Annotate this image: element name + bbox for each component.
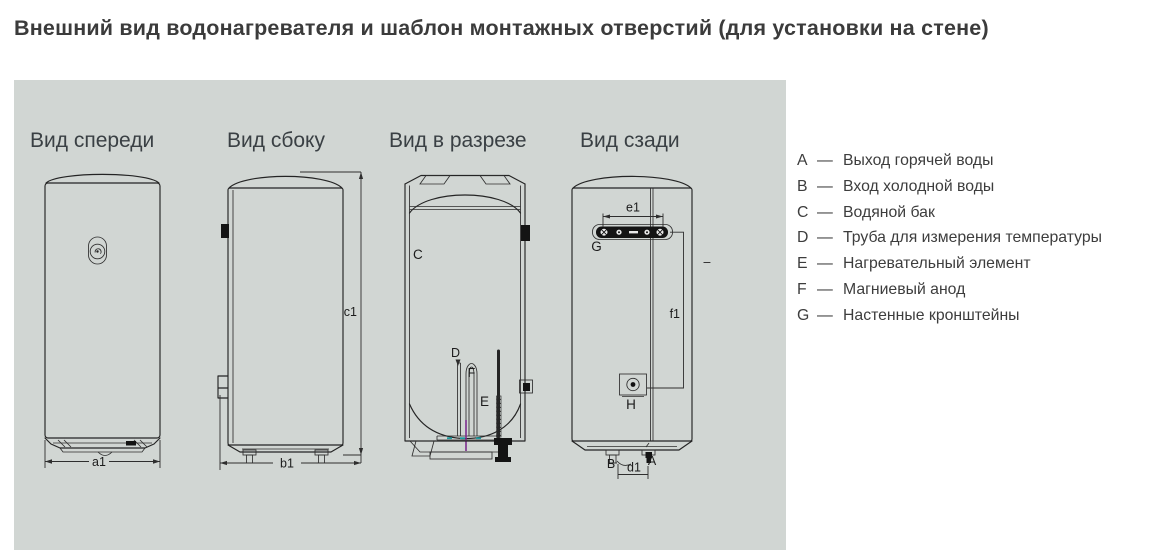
legend-dash: —: [817, 203, 833, 221]
callout-temp-tube-d: D: [451, 346, 460, 360]
legend-dash: —: [817, 306, 833, 324]
legend-key: B: [797, 177, 808, 195]
legend-item-d: D — Труба для измерения температуры: [797, 225, 1157, 251]
callout-bracket-g: G: [591, 239, 602, 254]
dimension-f1: f1: [647, 231, 684, 389]
legend-item-a: A — Выход горячей воды: [797, 148, 1157, 174]
legend-dash: —: [817, 255, 833, 273]
dim-label-e1: e1: [626, 201, 640, 215]
heating-element-tube: [465, 363, 478, 436]
legend-item-e: E — Нагревательный элемент: [797, 251, 1157, 277]
rear-view-drawing: G e1 f1 H – B: [571, 175, 711, 479]
legend-text: Настенные кронштейны: [843, 306, 1020, 324]
legend-text: Труба для измерения температуры: [843, 229, 1102, 247]
dimension-b1: b1: [219, 395, 361, 471]
legend-item-g: G — Настенные кронштейны: [797, 303, 1157, 329]
tick-mark: –: [704, 255, 711, 269]
legend-text: Нагревательный элемент: [843, 255, 1031, 273]
temperature-tube: [455, 359, 461, 436]
dim-label-d1: d1: [627, 461, 641, 475]
legend-item-f: F — Магниевый анод: [797, 277, 1157, 303]
dim-label-a1: a1: [92, 455, 106, 469]
dim-label-c1: c1: [344, 305, 357, 319]
diagram-panel: [14, 80, 786, 550]
wall-bracket-side: [217, 224, 229, 399]
view-label-front: Вид спереди: [30, 129, 155, 152]
front-base: [44, 437, 161, 456]
legend-text: Магниевый анод: [843, 280, 966, 298]
front-view-drawing: a1: [44, 173, 161, 469]
legend-dash: —: [817, 229, 833, 247]
view-label-rear: Вид сзади: [580, 129, 680, 152]
legend: A — Выход горячей воды B — Вход холодной…: [797, 148, 1157, 329]
callout-heater-e: E: [480, 394, 489, 409]
legend-text: Водяной бак: [843, 203, 935, 221]
page-title: Внешний вид водонагревателя и шаблон мон…: [14, 16, 989, 40]
heater-body-front: [44, 173, 161, 439]
legend-item-b: B — Вход холодной воды: [797, 174, 1157, 200]
anode-plug-h: [619, 373, 647, 397]
wall-bracket-section: [519, 225, 533, 394]
callout-plug-h: H: [626, 397, 636, 412]
callout-hot-outlet-a: A: [648, 454, 657, 468]
legend-item-c: C — Водяной бак: [797, 200, 1157, 226]
callout-tank-c: C: [413, 247, 423, 262]
callout-cold-inlet-b: B: [607, 457, 615, 471]
logo-badge-icon: [88, 236, 107, 265]
legend-dash: —: [817, 152, 833, 169]
legend-text: Вход холодной воды: [843, 177, 995, 195]
legend-key: D: [797, 229, 809, 247]
legend-key: A: [797, 152, 808, 169]
legend-key: F: [797, 280, 807, 298]
heater-body-side: [227, 175, 344, 446]
dimension-a1: a1: [44, 440, 161, 469]
legend-dash: —: [817, 280, 833, 298]
water-tank: [408, 194, 522, 440]
view-label-section: Вид в разрезе: [389, 129, 527, 152]
bottom-flange-assembly: [404, 420, 526, 462]
legend-key: E: [797, 255, 808, 273]
section-view-drawing: C D F E: [404, 174, 533, 462]
dimension-d1: d1: [617, 461, 649, 479]
anode-rod: [496, 349, 502, 439]
rear-base: [571, 440, 693, 466]
view-label-side: Вид сбоку: [227, 129, 325, 152]
dimension-c1: c1: [300, 171, 364, 463]
legend-key: G: [797, 306, 810, 324]
dim-label-b1: b1: [280, 457, 294, 471]
legend-key: C: [797, 203, 809, 221]
wall-bracket-bar: [592, 224, 673, 240]
legend-text: Выход горячей воды: [843, 152, 994, 169]
dim-label-f1: f1: [670, 307, 680, 321]
casing-outline: [404, 174, 526, 442]
legend-dash: —: [817, 177, 833, 195]
dimension-e1: e1: [602, 201, 664, 227]
callout-anode-f: F: [468, 366, 476, 380]
side-view-drawing: c1 b1: [217, 171, 364, 471]
